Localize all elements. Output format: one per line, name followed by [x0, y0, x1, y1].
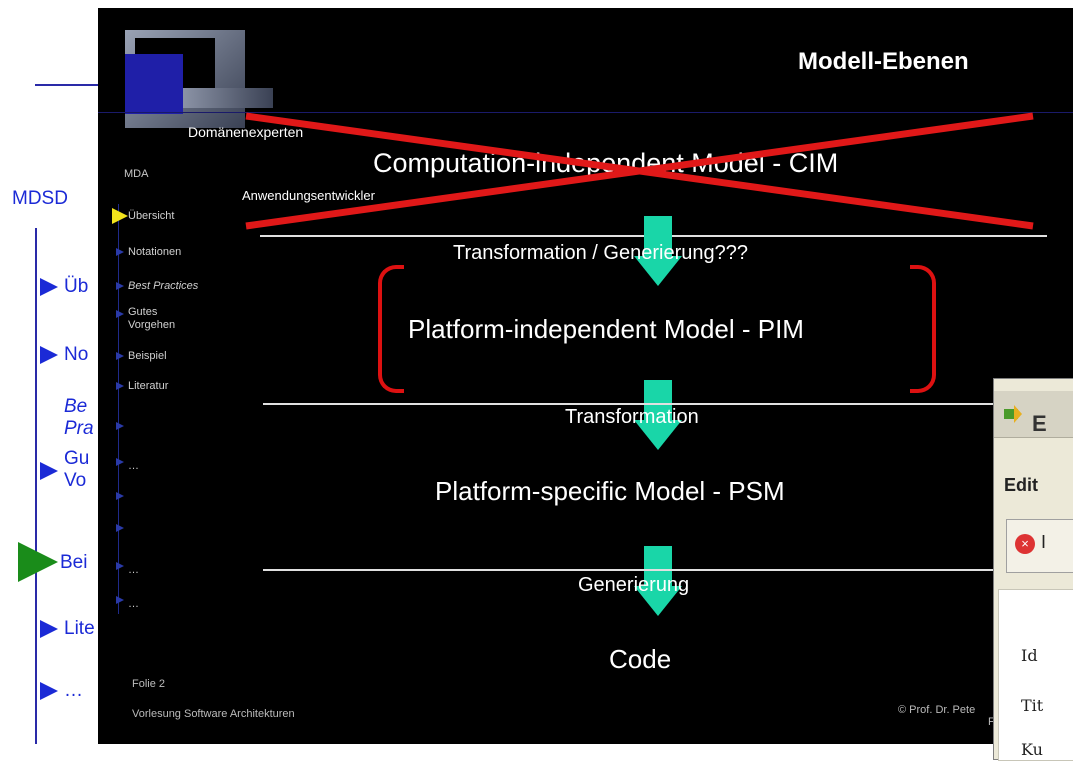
bullet-icon: [116, 310, 124, 318]
background-nav-label: …: [64, 680, 83, 701]
side-nav-line: [118, 204, 119, 614]
background-nav-line: [35, 228, 37, 744]
triangle-icon: [40, 620, 58, 638]
field-label-ku: Ku: [1021, 740, 1043, 759]
background-title: MDSD: [12, 188, 68, 209]
side-nav-item[interactable]: Best Practices: [128, 280, 199, 292]
background-nav-item[interactable]: Üb: [40, 276, 88, 298]
background-nav-label: Lite: [64, 618, 95, 639]
bullet-icon: [116, 492, 124, 500]
dialog-subtitle: Edit: [1004, 475, 1038, 495]
field-label-title: Tit: [1021, 696, 1044, 715]
background-nav-label: Gu Vo: [64, 448, 90, 491]
slide-header-rule: [98, 112, 1073, 113]
logo-square: [125, 54, 183, 114]
side-nav-item[interactable]: …: [128, 460, 139, 472]
background-nav-label: No: [64, 344, 89, 365]
bullet-icon: [116, 596, 124, 604]
level-code: Code: [609, 644, 672, 674]
arrow-down-icon: [634, 546, 682, 616]
background-nav-item[interactable]: Be Pra: [40, 396, 94, 440]
bracket-right-icon: [910, 265, 936, 393]
role-domain-experts: Domänenexperten: [188, 124, 304, 140]
triangle-icon: [18, 542, 58, 582]
side-nav-item[interactable]: Übersicht: [128, 210, 175, 222]
edit-dialog-window[interactable]: E Edit × I Id Tit Ku: [993, 378, 1073, 761]
background-top-rule: [35, 84, 115, 86]
field-label-id: Id: [1021, 646, 1038, 665]
arrow-down-icon: [634, 380, 682, 450]
side-nav-item[interactable]: …: [128, 564, 139, 576]
background-nav-label: Üb: [64, 276, 89, 297]
error-text: I: [1041, 532, 1047, 552]
app-icon: [1004, 405, 1022, 423]
triangle-icon: [40, 682, 58, 700]
bullet-icon: [116, 352, 124, 360]
side-title: MDA: [124, 168, 149, 180]
slide-number: Folie 2: [132, 678, 166, 690]
background-nav-item[interactable]: Lite: [40, 618, 95, 640]
form-panel: Id Tit Ku: [998, 589, 1073, 761]
dialog-titlebar[interactable]: E: [994, 391, 1073, 438]
cross-out-icon: [245, 112, 1034, 230]
bullet-icon: [116, 422, 124, 430]
side-nav-item[interactable]: Notationen: [128, 246, 182, 258]
triangle-icon: [40, 346, 58, 364]
role-application-developers: Anwendungsentwickler: [242, 188, 375, 203]
triangle-icon: [40, 278, 58, 296]
bullet-icon: [116, 382, 124, 390]
background-nav-item[interactable]: No: [40, 344, 88, 366]
triangle-icon: [40, 462, 58, 480]
slide-modell-ebenen: Modell-Ebenen Domänenexperten Anwendungs…: [98, 8, 1073, 744]
divider-line: [263, 403, 1048, 405]
bullet-icon: [116, 562, 124, 570]
side-nav-item[interactable]: Literatur: [128, 380, 169, 392]
dialog-title: E: [1032, 411, 1047, 436]
background-nav-item[interactable]: Gu Vo: [40, 448, 89, 492]
background-nav-label: Be Pra: [64, 396, 94, 439]
error-icon: ×: [1015, 534, 1035, 554]
arrow-down-icon: [634, 216, 682, 286]
bullet-icon: [116, 248, 124, 256]
footer-copyright: © Prof. Dr. Pete: [898, 704, 976, 716]
background-nav-item[interactable]: …: [40, 680, 83, 702]
error-message-box: × I: [1006, 519, 1073, 573]
side-nav-item[interactable]: …: [128, 598, 139, 610]
divider-line: [263, 569, 1048, 571]
bullet-icon: [116, 458, 124, 466]
transformation-label: Generierung: [578, 574, 690, 596]
transformation-label: Transformation: [565, 406, 699, 428]
level-psm: Platform-specific Model - PSM: [435, 476, 785, 506]
transformation-label: Transformation / Generierung???: [453, 242, 748, 264]
bracket-left-icon: [378, 265, 404, 393]
background-nav-item-active[interactable]: Bei: [18, 542, 88, 582]
level-pim: Platform-independent Model - PIM: [408, 314, 804, 344]
side-nav-item[interactable]: Gutes Vorgehen: [128, 306, 176, 331]
side-nav-item[interactable]: Beispiel: [128, 350, 167, 362]
slide-title: Modell-Ebenen: [798, 48, 969, 75]
background-nav-label: Bei: [60, 552, 88, 573]
current-item-arrow-icon: [112, 208, 128, 224]
logo-bar: [183, 88, 273, 108]
footer-course: Vorlesung Software Architekturen: [132, 708, 295, 720]
bullet-icon: [116, 524, 124, 532]
bullet-icon: [116, 282, 124, 290]
